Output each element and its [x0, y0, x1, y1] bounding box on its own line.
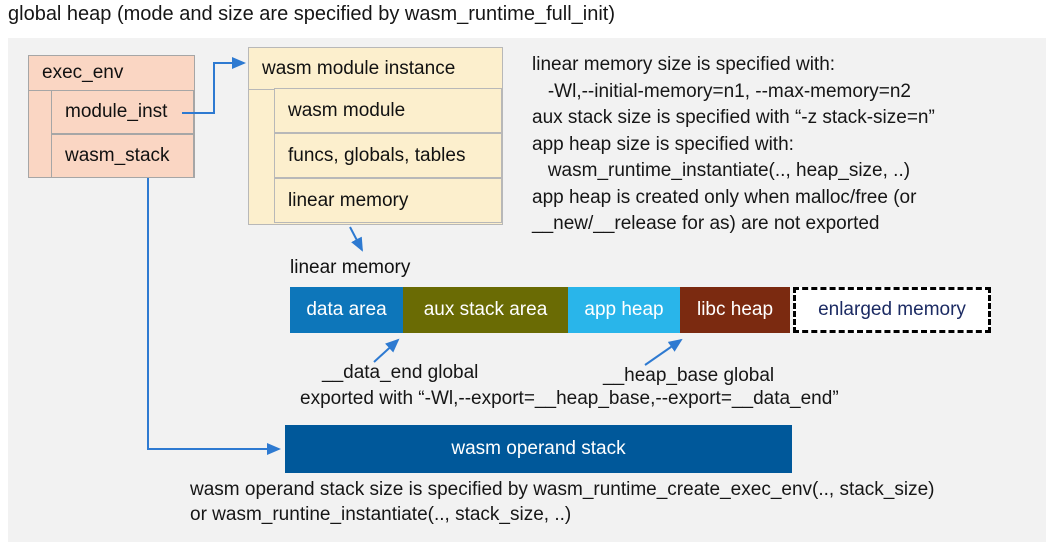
module-inst-box: module_inst — [51, 90, 194, 134]
data-end-global-label: __data_end global — [322, 362, 479, 383]
wasm-operand-stack-label: wasm operand stack — [451, 438, 626, 459]
segment-enlarged-memory-label: enlarged memory — [818, 299, 966, 320]
segment-libc-heap-label: libc heap — [696, 299, 774, 320]
note-line: __new/__release for as) are not exported — [532, 213, 880, 234]
module-inst-label: module_inst — [65, 101, 168, 122]
note-line: app heap size is specified with: — [532, 133, 794, 155]
operand-stack-notes: wasm operand stack size is specified by … — [190, 478, 935, 527]
exec-env-label: exec_env — [29, 56, 194, 91]
note-line: or wasm_runtine_instantiate(.., stack_si… — [190, 503, 572, 525]
wasm-module-label: wasm module — [288, 99, 406, 121]
segment-aux-stack-area-label: aux stack area — [423, 299, 548, 320]
note-line: wasm_runtime_instantiate(.., heap_size, … — [532, 160, 911, 181]
exported-with-label: exported with “-Wl,--export=__heap_base,… — [300, 388, 839, 409]
segment-aux-stack-area: aux stack area — [403, 287, 568, 333]
diagram-title: global heap (mode and size are specified… — [8, 3, 615, 25]
heap-base-global-label: __heap_base global — [603, 365, 775, 386]
funcs-globals-tables-box: funcs, globals, tables — [274, 133, 502, 178]
wasm-stack-label: wasm_stack — [65, 145, 170, 166]
segment-app-heap: app heap — [568, 287, 680, 333]
wasm-module-instance-label: wasm module instance — [249, 48, 502, 90]
linear-memory-row-label: linear memory — [288, 189, 409, 211]
note-line: linear memory size is specified with: — [532, 54, 836, 75]
segment-app-heap-label: app heap — [584, 299, 664, 320]
note-line: aux stack size is specified with “-z sta… — [532, 107, 935, 128]
segment-data-area: data area — [290, 287, 403, 333]
wasm-operand-stack-bar: wasm operand stack — [285, 425, 792, 473]
note-line: app heap is created only when malloc/fre… — [532, 186, 917, 208]
note-line: wasm operand stack size is specified by … — [190, 479, 935, 500]
segment-libc-heap: libc heap — [680, 287, 790, 333]
wasm-stack-box: wasm_stack — [51, 134, 194, 178]
funcs-globals-tables-label: funcs, globals, tables — [288, 144, 466, 166]
segment-data-area-label: data area — [306, 299, 387, 320]
wasm-module-box: wasm module — [274, 88, 502, 133]
linear-memory-box: linear memory — [274, 178, 502, 223]
linear-memory-notes: linear memory size is specified with: -W… — [532, 52, 935, 238]
linear-memory-bar-title: linear memory — [290, 257, 411, 278]
note-line: -Wl,--initial-memory=n1, --max-memory=n2 — [532, 80, 911, 102]
segment-enlarged-memory: enlarged memory — [793, 287, 991, 333]
